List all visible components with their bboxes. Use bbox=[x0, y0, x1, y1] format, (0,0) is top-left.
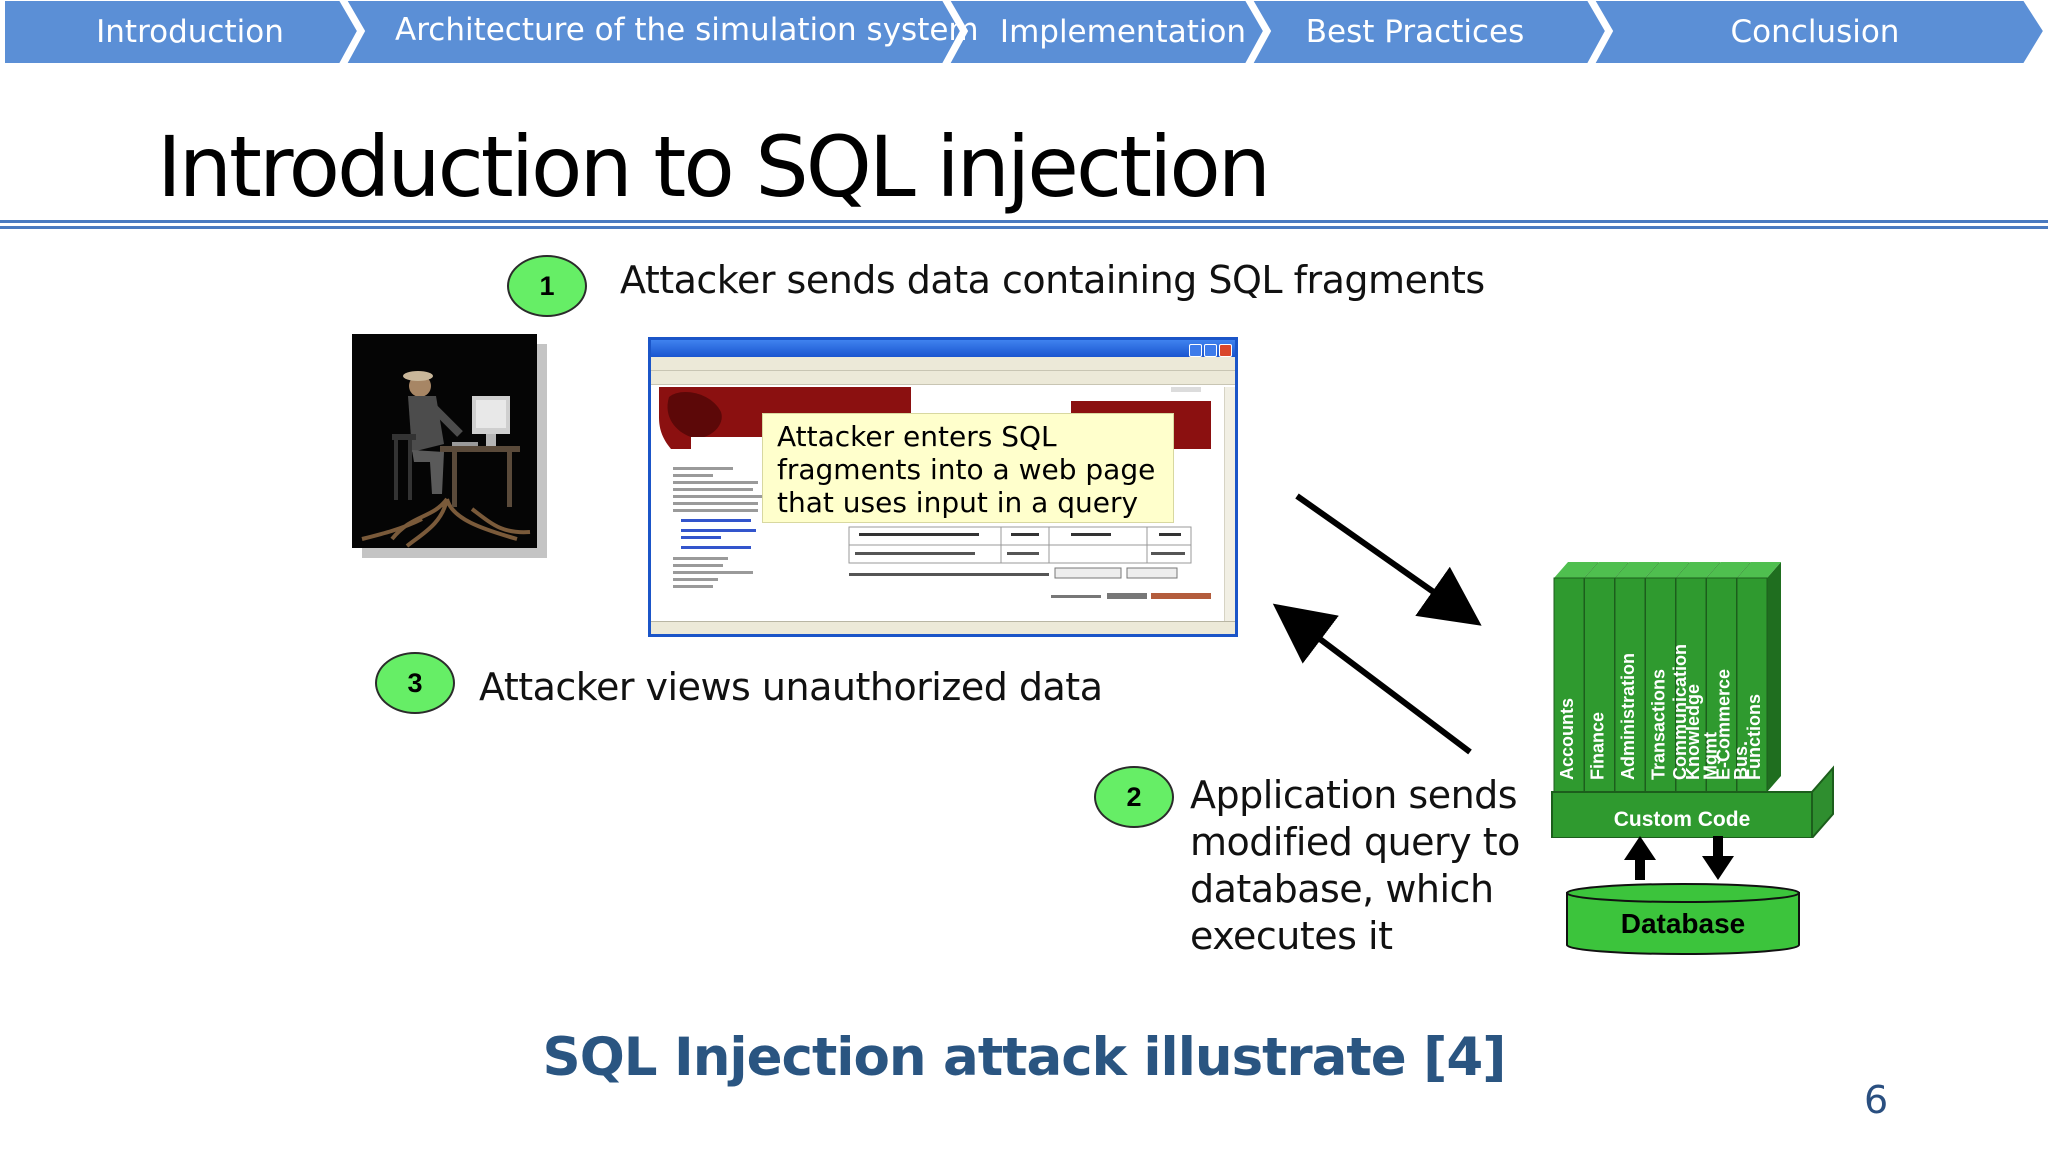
browser-titlebar bbox=[651, 340, 1235, 357]
nav-chevron-implementation bbox=[947, 0, 1266, 65]
section-navigation-bar: Introduction Architecture of the simulat… bbox=[0, 0, 2048, 66]
application-stack-graphic: Accounts Finance Administration Transaction… bbox=[1551, 562, 1834, 839]
custom-code-label: Custom Code bbox=[1614, 808, 1751, 831]
module-slat-top bbox=[1615, 562, 1659, 578]
step-3-badge: 3 bbox=[375, 652, 455, 714]
database-icon: Database bbox=[1566, 883, 1800, 955]
module-label: Transactions bbox=[1649, 669, 1669, 780]
module-label: Communication bbox=[1670, 644, 1690, 780]
module-slat bbox=[1706, 577, 1737, 793]
db-up-arrow bbox=[1624, 836, 1656, 880]
nav-item-architecture[interactable]: Architecture of the simulation system bbox=[395, 12, 979, 48]
module-label: Accounts bbox=[1557, 698, 1577, 780]
module-slat-top bbox=[1737, 562, 1781, 578]
browser-statusbar bbox=[651, 621, 1235, 634]
module-label: Knowledge bbox=[1683, 684, 1703, 780]
nav-chevron-conclusion bbox=[1592, 0, 2046, 65]
step-2-text: Application sends modified query to data… bbox=[1190, 773, 1520, 958]
module-label: Finance bbox=[1588, 712, 1608, 780]
application-stack: Accounts Finance Administration Transaction… bbox=[1548, 556, 1838, 839]
window-buttons bbox=[1187, 342, 1232, 361]
module-label: Bus. bbox=[1731, 741, 1751, 780]
nav-item-conclusion[interactable]: Conclusion bbox=[1730, 14, 1900, 50]
module-label: E-Commerce bbox=[1714, 669, 1734, 780]
module-slat bbox=[1645, 577, 1676, 793]
attacker-input-callout: Attacker enters SQL fragments into a web… bbox=[762, 413, 1174, 523]
module-label: Functions bbox=[1744, 694, 1764, 780]
nav-chevron-architecture bbox=[344, 0, 963, 65]
minimize-icon bbox=[1189, 344, 1202, 357]
module-slat-top bbox=[1554, 562, 1598, 578]
step-3-text: Attacker views unauthorized data bbox=[479, 665, 1103, 709]
browser-menubar bbox=[651, 357, 1235, 370]
database-cylinder: Database bbox=[1565, 883, 1801, 955]
attacker-at-computer-image bbox=[352, 334, 537, 548]
browser-scrollbar bbox=[1224, 387, 1235, 621]
attacker-photo bbox=[352, 334, 537, 548]
db-down-arrow bbox=[1702, 836, 1734, 880]
response-arrow bbox=[1272, 603, 1472, 755]
request-arrow bbox=[1295, 493, 1482, 626]
module-slat-top bbox=[1645, 562, 1690, 578]
step-1-text: Attacker sends data containing SQL fragm… bbox=[620, 258, 1485, 302]
nav-item-introduction[interactable]: Introduction bbox=[96, 14, 284, 50]
nav-item-best-practices[interactable]: Best Practices bbox=[1305, 14, 1525, 50]
module-slat-top bbox=[1676, 562, 1720, 578]
page-number: 6 bbox=[1864, 1078, 1889, 1122]
nav-item-implementation[interactable]: Implementation bbox=[999, 14, 1247, 50]
module-slat bbox=[1736, 577, 1768, 793]
nav-chevron-best-practices bbox=[1250, 0, 1608, 65]
module-slat-side bbox=[1767, 562, 1781, 792]
nav-chevrons bbox=[3, 0, 2046, 65]
module-label: Mgmt bbox=[1701, 732, 1721, 780]
step-1-badge: 1 bbox=[507, 255, 587, 317]
figure-caption: SQL Injection attack illustrate [4] bbox=[542, 1027, 1507, 1088]
title-underline bbox=[0, 220, 2048, 229]
browser-address-bar bbox=[651, 370, 1235, 385]
maximize-icon bbox=[1204, 344, 1217, 357]
module-slat bbox=[1675, 577, 1707, 793]
close-icon bbox=[1219, 344, 1232, 357]
database-label: Database bbox=[1621, 908, 1746, 939]
module-slat bbox=[1614, 577, 1646, 793]
step-2-badge: 2 bbox=[1094, 766, 1174, 828]
module-slat-top bbox=[1706, 562, 1751, 578]
slide-title: Introduction to SQL injection bbox=[157, 118, 1271, 216]
module-label: Administration bbox=[1618, 653, 1638, 780]
module-slat-top bbox=[1584, 562, 1629, 578]
nav-chevron-introduction bbox=[3, 0, 360, 65]
